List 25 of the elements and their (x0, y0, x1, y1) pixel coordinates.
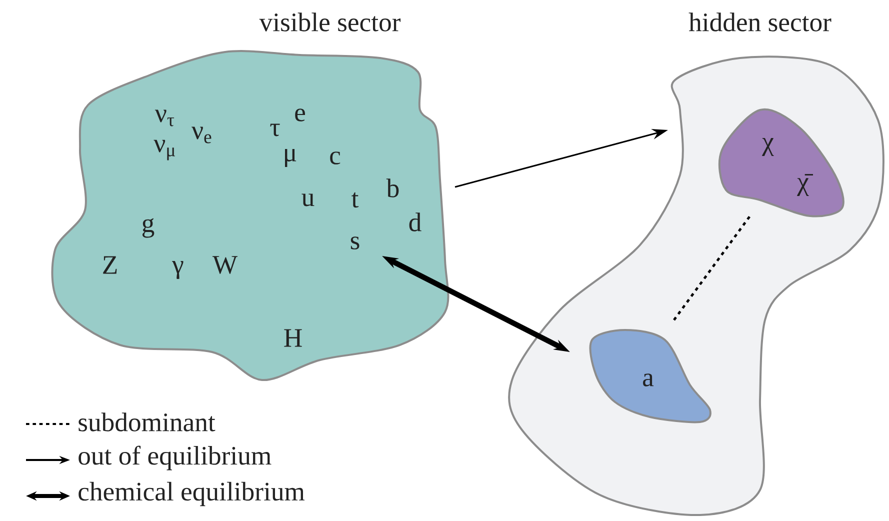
particle-symbol: e (295, 108, 305, 122)
particle-symbol: d (409, 212, 422, 232)
particle-symbol: χ̄ (797, 174, 813, 196)
particle-symbol: W (212, 256, 238, 274)
particle-symbol: c (330, 152, 340, 164)
particle-symbol: H (284, 329, 302, 347)
sector-title: hidden sector (688, 12, 832, 32)
particle-symbol: s (350, 236, 360, 250)
particle-symbol: b (386, 178, 399, 198)
particle-symbol: u (302, 194, 314, 206)
particle-symbol: Z (103, 256, 117, 274)
particle-symbol: a (643, 374, 654, 386)
particle-symbol: γ (172, 261, 184, 279)
particle-symbol: χ (762, 138, 774, 156)
particle-symbol: τ (270, 124, 280, 136)
particle-symbol: ν$_{τ}$ (154, 110, 174, 126)
legend-text: out of equilibrium (78, 446, 272, 470)
particle-symbol: t (352, 192, 359, 208)
legend-text: chemical equilibrium (78, 482, 305, 506)
particle-symbol: μ (285, 149, 296, 167)
particle-symbol: g (142, 218, 154, 238)
particle-symbol: ν$_{e}$ (192, 126, 212, 144)
sector-title: visible sector (259, 12, 400, 32)
legend-text: subdominant (78, 412, 216, 432)
particle-symbol: ν$_{μ}$ (154, 140, 175, 160)
